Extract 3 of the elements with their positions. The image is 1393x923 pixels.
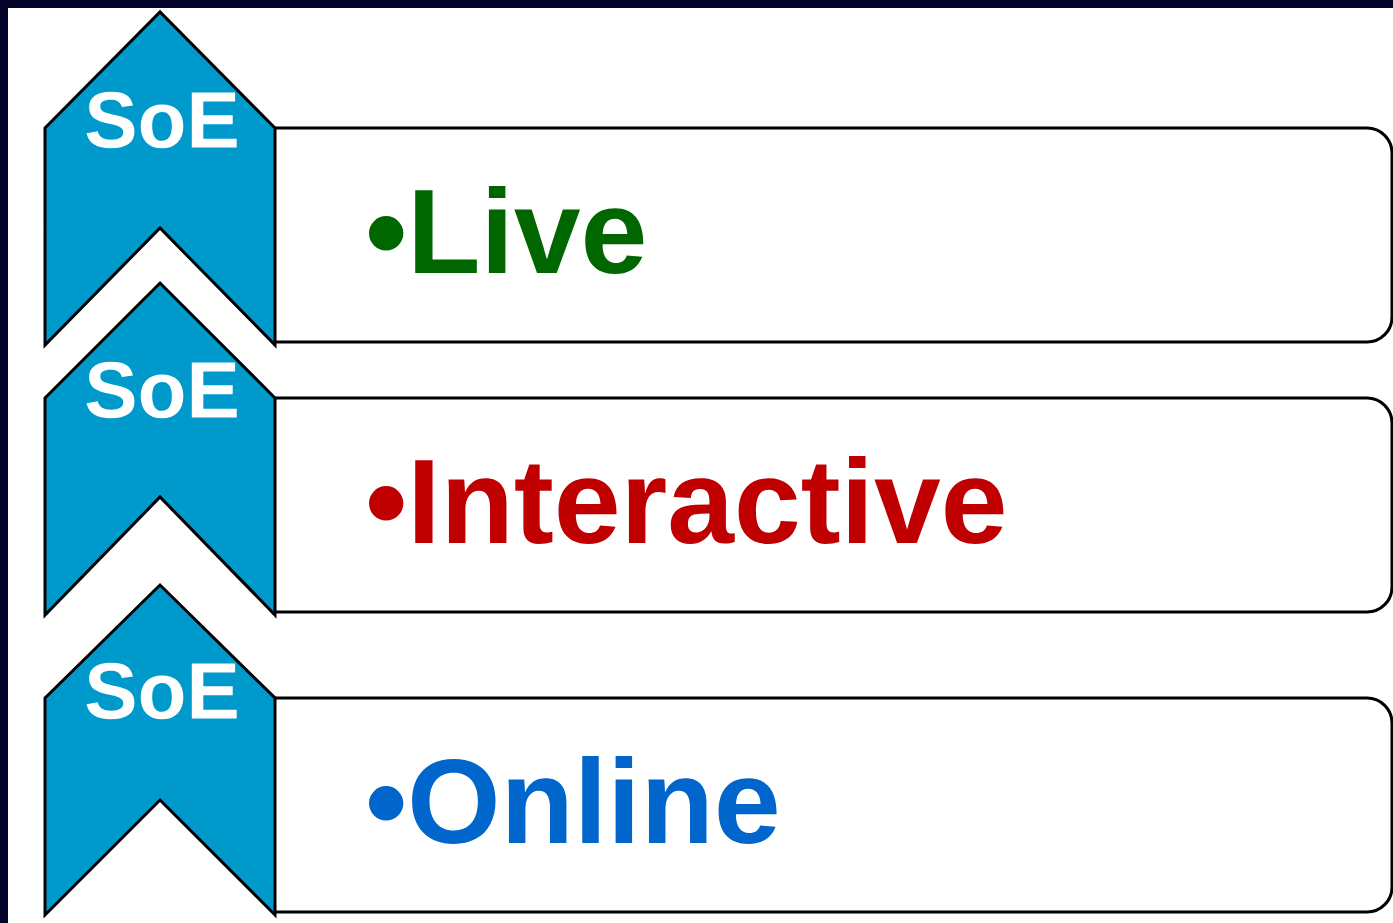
text-box: •Interactive — [275, 396, 1393, 614]
text-box: •Online — [275, 696, 1393, 914]
text-box: •Live — [275, 126, 1393, 344]
